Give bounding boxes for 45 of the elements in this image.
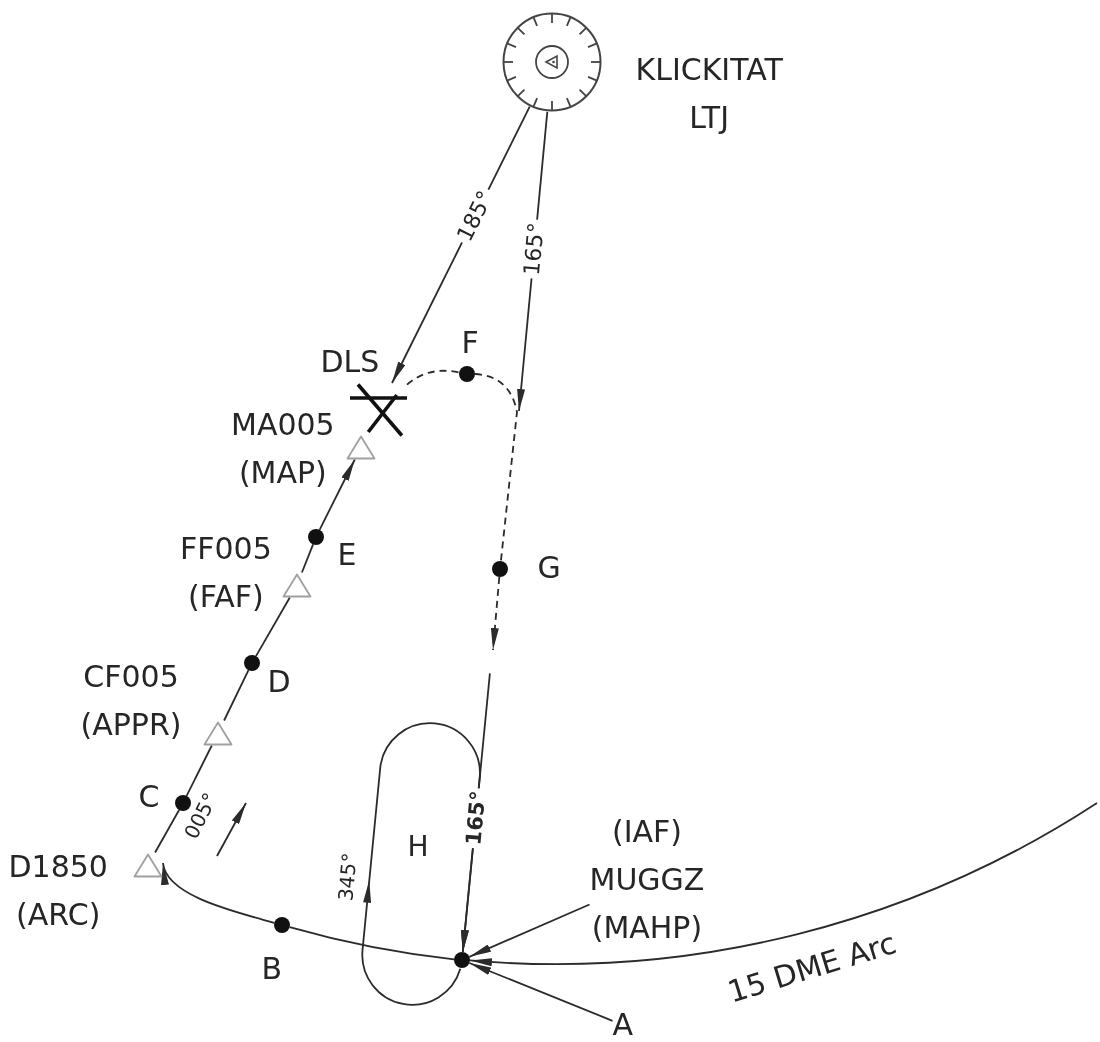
compass-rose-symbol [502,12,602,112]
waypoint-triangle [133,852,163,878]
course-arrow [318,458,356,531]
waypoint-triangle [346,434,376,460]
waypoint-label: F [461,327,479,358]
arc-arrow [162,862,276,924]
waypoint-label: (IAF) MUGGZ (MAHP) [589,807,705,952]
waypoint-triangle [203,720,233,746]
dashed-course-line [406,369,461,386]
waypoint-label: E [337,539,357,570]
waypoint-dot [492,561,508,577]
course-arrow [468,962,614,1022]
waypoint-dot [459,366,475,382]
course-line [255,596,291,657]
course-line [185,744,213,797]
station-label: DLS [320,346,380,377]
arc-arrow [469,802,1098,966]
waypoint-label: MA005 (MAP) [231,405,335,492]
waypoint-dot [308,529,324,545]
waypoint-label: C [138,781,160,812]
course-line [223,669,250,722]
point-label: A [612,1010,634,1040]
course-arrow [468,903,591,958]
waypoint-dot [454,952,470,968]
course-line [301,543,314,574]
waypoint-label: B [261,953,283,984]
station-label: KLICKITAT LTJ [635,50,783,137]
arc-label: 15 DME Arc [723,926,900,1011]
waypoint-label: G [537,552,561,583]
holding-pattern [361,722,481,1006]
course-line [154,809,180,854]
bearing-label: 005° [179,789,223,843]
arc-line [288,926,455,961]
waypoint-label: D [267,666,291,697]
cross-symbol [350,383,407,437]
waypoint-label: CF005 (APPR) [80,657,182,744]
dashed-course-line [474,373,518,562]
dashed-course-arrow [490,576,501,651]
waypoint-triangle [282,572,312,598]
bearing-label: 345° [333,851,362,902]
waypoint-dot [244,655,260,671]
leg-label: H [407,830,429,864]
waypoint-label: D1850 (ARC) [8,847,108,934]
waypoint-label: FF005 (FAF) [180,529,272,616]
waypoint-dot [274,917,290,933]
